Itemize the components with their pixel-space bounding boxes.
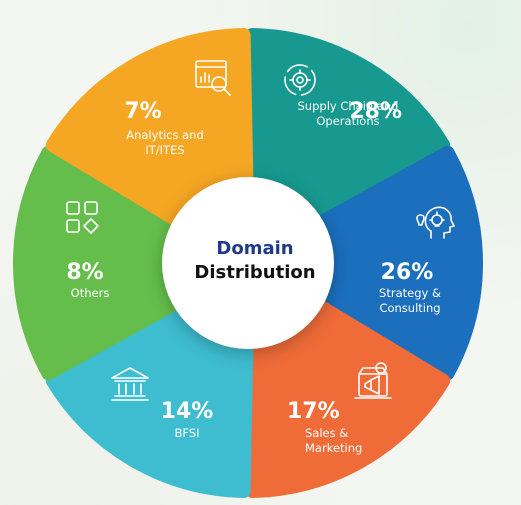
segment-label: Strategy &	[379, 286, 441, 300]
center-title-line-1: Domain	[216, 238, 293, 259]
segment-label: Analytics and	[126, 128, 204, 142]
segment-percent: 28%	[349, 99, 402, 124]
segment-label: Operations	[316, 114, 379, 128]
segment-percent: 26%	[381, 260, 434, 285]
segment-label: Others	[71, 286, 110, 300]
segment-label: IT/ITES	[145, 143, 184, 157]
segment-label: BFSI	[175, 426, 200, 440]
grid-shapes-icon	[66, 201, 99, 234]
center-badge: Domain Distribution	[162, 177, 334, 349]
gears-cycle-icon	[284, 64, 316, 96]
segment-percent: 8%	[66, 260, 103, 285]
segment-label: Consulting	[379, 301, 440, 315]
dashboard-search-icon	[195, 60, 231, 96]
segment-percent: 14%	[161, 399, 214, 424]
megaphone-store-icon	[354, 362, 392, 399]
segment-percent: 17%	[287, 399, 340, 424]
segment-label: Supply Chain and	[298, 99, 399, 113]
center-circle	[162, 177, 334, 349]
segment-percent: 7%	[124, 99, 161, 124]
center-title-line-2: Distribution	[194, 262, 315, 283]
bank-icon	[111, 367, 149, 401]
segment-label: Sales &	[305, 426, 348, 440]
head-lightbulb-icon	[416, 206, 455, 239]
segment-label: Marketing	[305, 441, 362, 455]
